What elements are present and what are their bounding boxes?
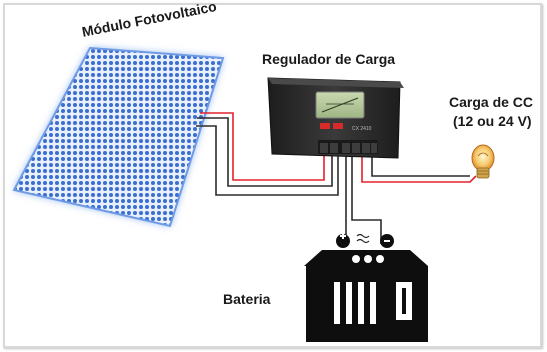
panel-wires	[196, 112, 339, 196]
light-bulb-icon	[471, 144, 495, 179]
solar-panel-icon	[12, 46, 225, 228]
load-label-line2: (12 ou 24 V)	[453, 113, 532, 129]
controller-label: Regulador de Carga	[262, 51, 396, 67]
charge-controller-icon: CX 2410	[267, 77, 404, 159]
load-wires	[361, 153, 477, 183]
controller-model-text: CX 2410	[352, 126, 372, 132]
battery-icon	[304, 233, 428, 342]
battery-label: Bateria	[223, 291, 271, 307]
load-label-line1: Carga de CC	[449, 94, 534, 110]
